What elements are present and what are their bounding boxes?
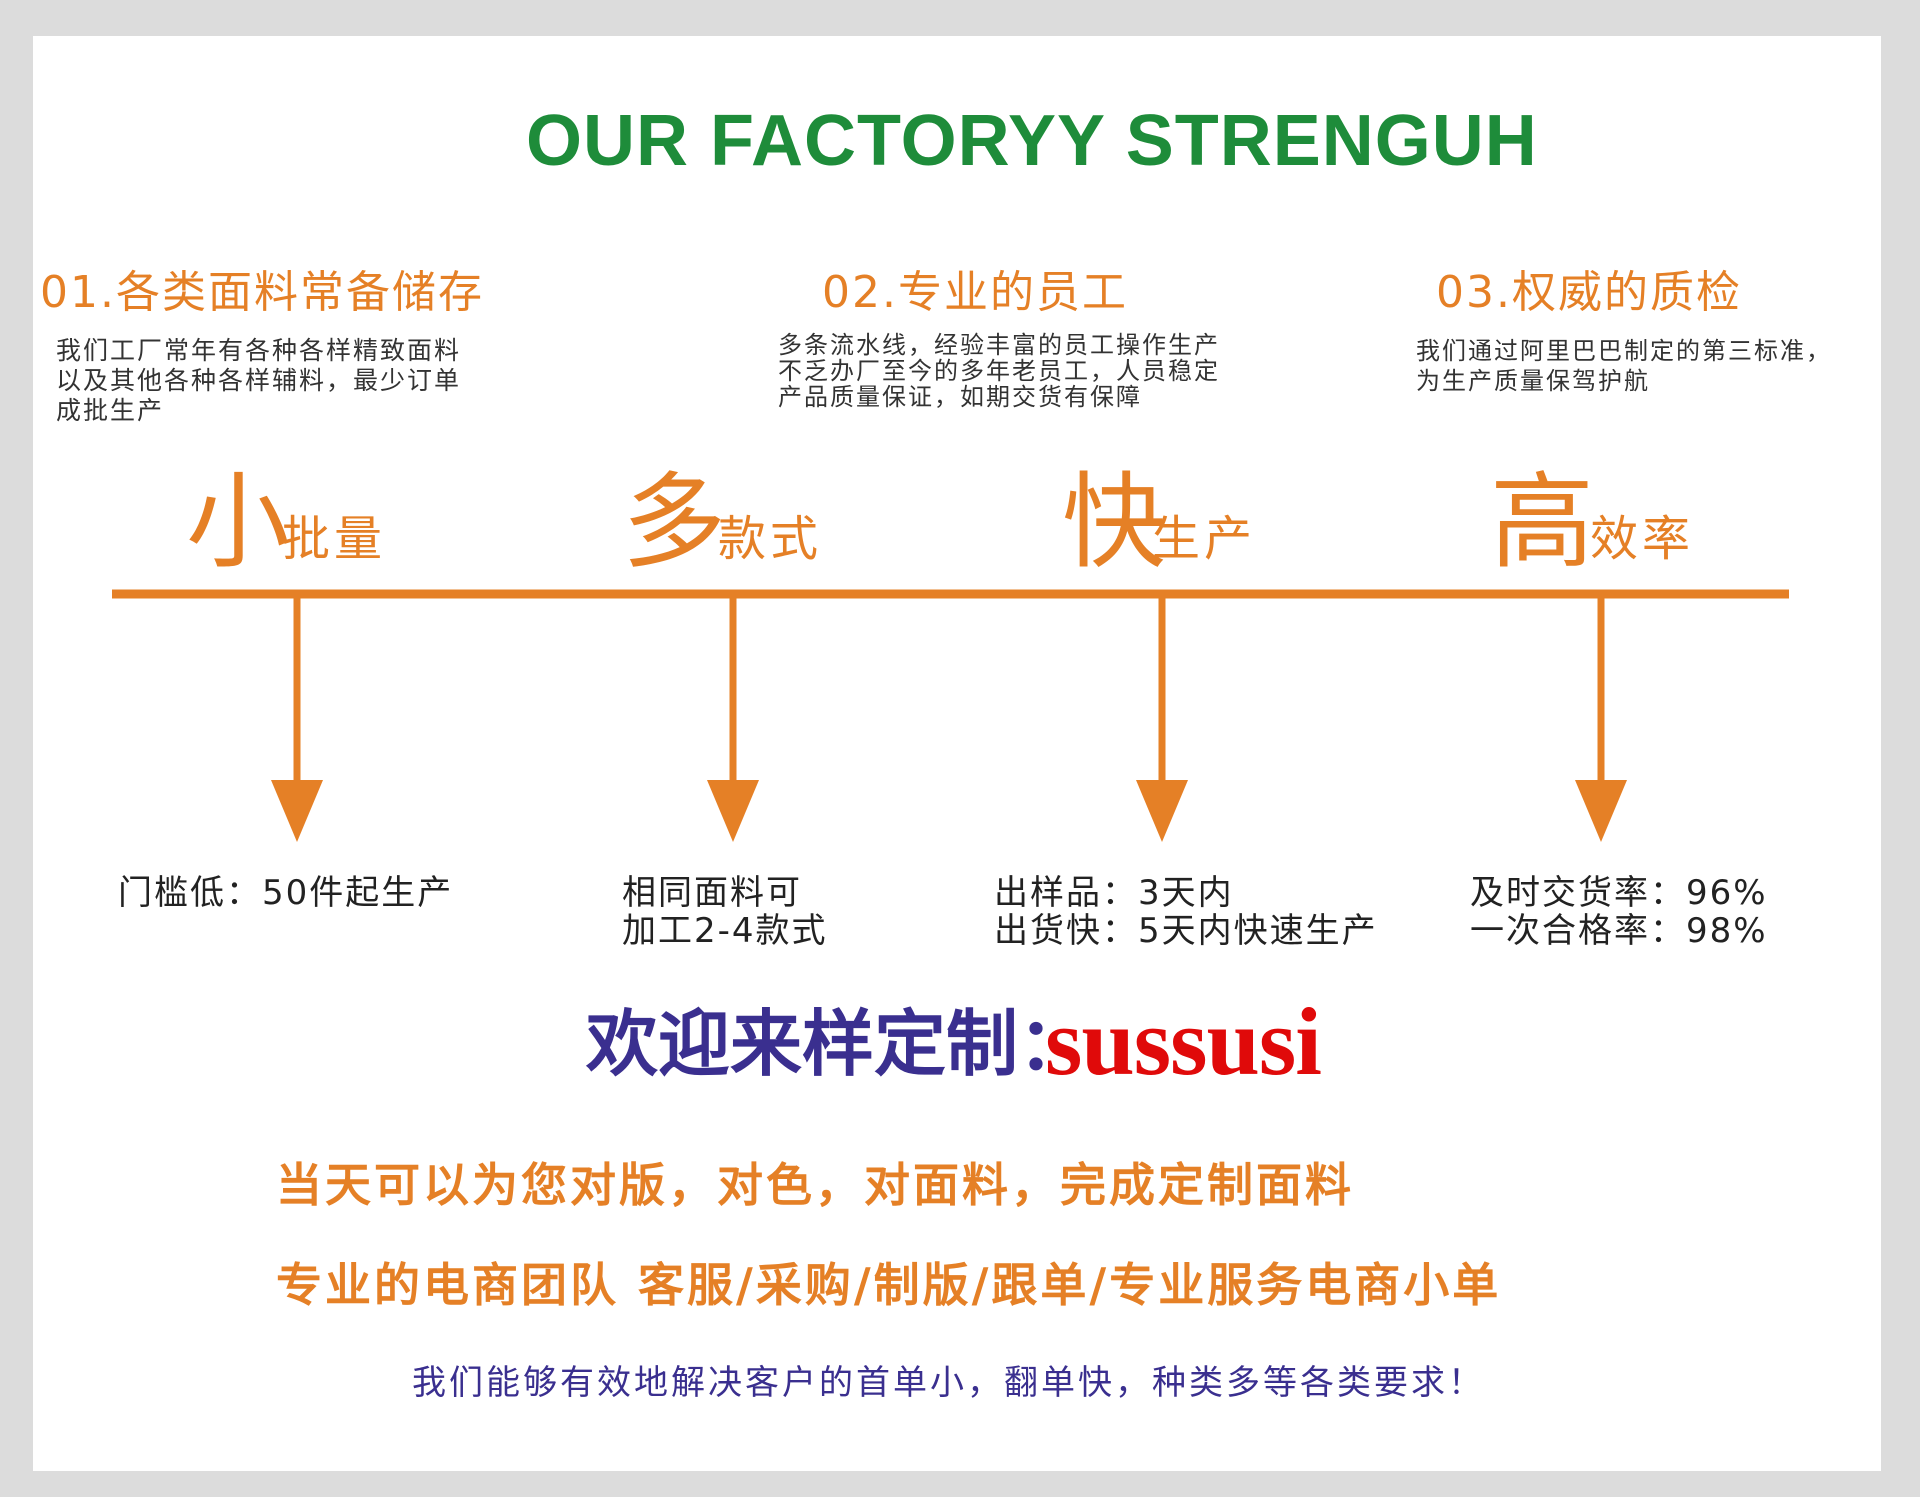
desc-line: 我们通过阿里巴巴制定的第三标准， <box>1416 337 1832 365</box>
desc-line: 以及其他各种各样辅料，最少订单 <box>56 366 462 395</box>
keyword-many-styles-label: 款式 <box>718 511 823 567</box>
detail-line: 一次合格率：98% <box>1470 911 1768 951</box>
promo-line-custom: 当天可以为您对版，对色，对面料，完成定制面料 <box>276 1158 1354 1212</box>
page-title: OUR FACTORYY STRENGUH <box>526 101 1538 181</box>
keyword-small-batch-big: 小 <box>186 461 291 583</box>
detail-small-batch: 门槛低：50件起生产 <box>118 874 453 912</box>
arrow-down-icon <box>271 594 323 842</box>
detail-line: 出货快：5天内快速生产 <box>994 911 1378 951</box>
desc-line: 多条流水线，经验丰富的员工操作生产 <box>778 331 1220 359</box>
feature-heading-storage: 01.各类面料常备储存 <box>40 267 484 318</box>
arrow-down-icon <box>1136 594 1188 842</box>
detail-line: 及时交货率：96% <box>1470 873 1768 913</box>
feature-heading-quality: 03.权威的质检 <box>1436 267 1742 318</box>
content-panel <box>33 36 1881 1471</box>
keyword-many-styles-big: 多 <box>622 461 727 583</box>
keyword-high-efficiency-big: 高 <box>1490 461 1595 583</box>
closing-statement: 我们能够有效地解决客户的首单小，翻单快，种类多等各类要求！ <box>412 1363 1485 1403</box>
desc-line: 产品质量保证，如期交货有保障 <box>778 383 1142 411</box>
desc-line: 为生产质量保驾护航 <box>1416 367 1650 395</box>
keyword-small-batch-label: 批量 <box>282 511 387 567</box>
feature-desc-quality: 我们通过阿里巴巴制定的第三标准， 为生产质量保驾护航 <box>1416 336 1832 396</box>
feature-heading-staff: 02.专业的员工 <box>822 267 1128 318</box>
brand-name: sussusi <box>1045 988 1322 1095</box>
desc-line: 不乏办厂至今的多年老员工，人员稳定 <box>778 357 1220 385</box>
feature-desc-storage: 我们工厂常年有各种各样精致面料 以及其他各种各样辅料，最少订单 成批生产 <box>56 336 461 426</box>
keyword-fast-production-big: 快 <box>1062 461 1167 583</box>
keyword-high-efficiency-label: 效率 <box>1590 511 1695 567</box>
detail-line: 出样品：3天内 <box>994 873 1234 913</box>
arrow-down-icon <box>1575 594 1627 842</box>
arrow-down-icon <box>707 594 759 842</box>
welcome-label: 欢迎来样定制： <box>586 1002 1091 1086</box>
detail-high-efficiency: 及时交货率：96% 一次合格率：98% <box>1470 874 1768 950</box>
detail-line: 相同面料可 <box>622 873 802 913</box>
detail-fast-production: 出样品：3天内 出货快：5天内快速生产 <box>994 874 1378 950</box>
detail-many-styles: 相同面料可 加工2-4款式 <box>622 874 828 950</box>
desc-line: 成批生产 <box>56 396 165 425</box>
promo-line-team: 专业的电商团队 客服/采购/制版/跟单/专业服务电商小单 <box>276 1258 1502 1312</box>
detail-line: 加工2-4款式 <box>622 911 828 951</box>
keyword-fast-production-label: 生产 <box>1152 511 1257 567</box>
feature-desc-staff: 多条流水线，经验丰富的员工操作生产 不乏办厂至今的多年老员工，人员稳定 产品质量… <box>778 332 1220 410</box>
detail-line: 门槛低：50件起生产 <box>118 873 454 913</box>
desc-line: 我们工厂常年有各种各样精致面料 <box>56 336 462 365</box>
